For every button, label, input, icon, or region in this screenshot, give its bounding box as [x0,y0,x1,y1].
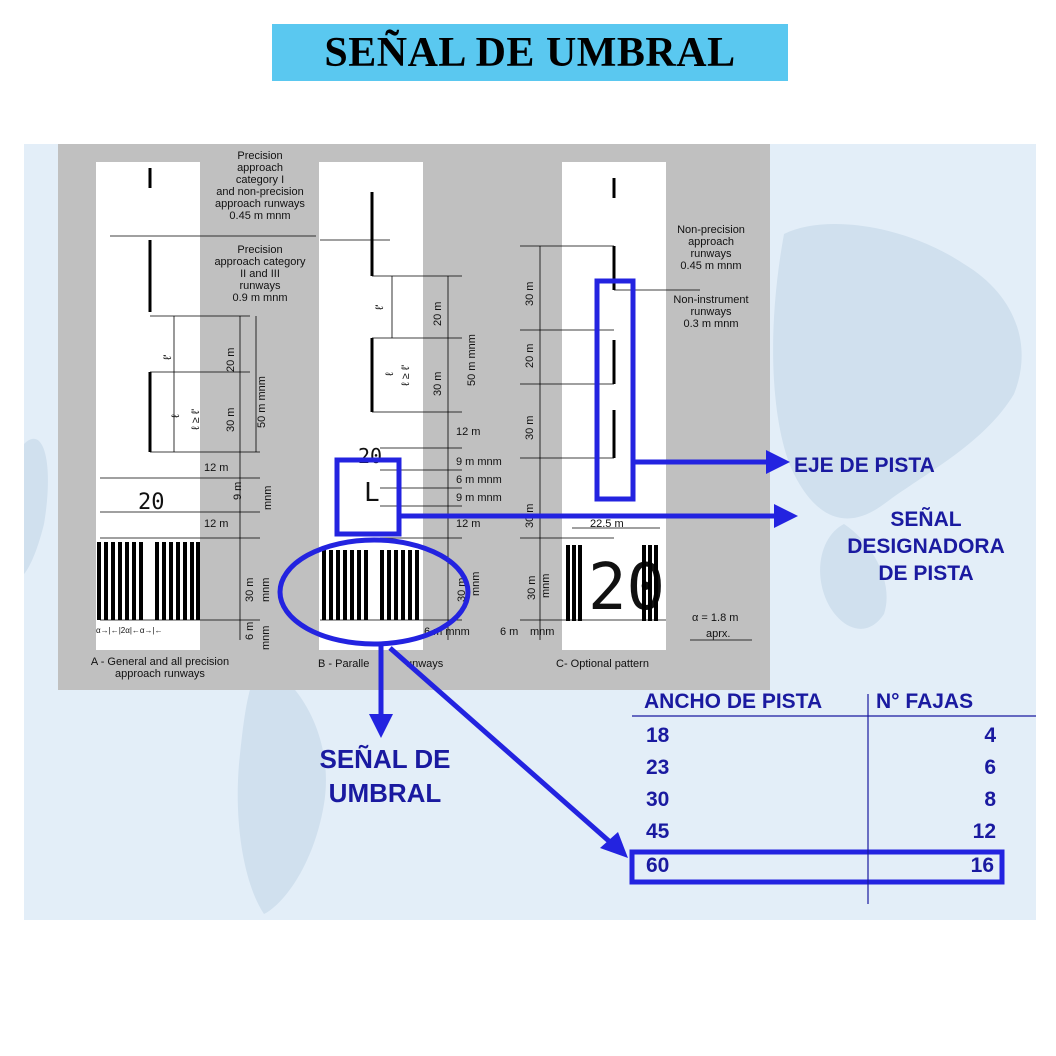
fig-a-dim-12m-a: 12 m [204,462,229,474]
fig-c-caption: C- Optional pattern [556,658,649,670]
fig-c-label-nonprecision: Non-precision approach runways 0.45 m mn… [677,224,745,272]
table-grid [632,694,1036,904]
fig-c-designator: 20 [588,551,666,625]
table-cell-ancho: 18 [646,724,670,747]
callout-senal-de-umbral: SEÑAL DE UMBRAL [319,744,451,808]
fig-a-threshold-stripes [97,542,200,620]
fig-c-dim-6m: 6 m [500,626,519,638]
fig-a-label-precision-cat2: Precision approach category II and III r… [214,244,306,304]
highlight-table-row [629,849,1005,885]
title-banner: SEÑAL DE UMBRAL [272,24,788,81]
fig-a-alpha-labels: α→|←|2α|←α→|← [96,626,163,635]
fig-b-dim-6m: 6 m mnm [456,474,502,486]
fig-c-label-noninstrument: Non-instrument runways 0.3 m mnm [673,294,749,330]
fig-c-dim-mnm-2: mnm [530,626,555,638]
fig-a-caption: A - General and all precision approach r… [90,656,230,680]
fig-c-aprx: aprx. [706,628,731,640]
table-cell-fajas: 16 [970,854,994,877]
fig-b-caption-left: B - Paralle [318,658,370,670]
table-cell-fajas: 12 [972,820,996,843]
fig-b-designator-bottom: L [364,478,380,508]
fig-b-threshold-stripes [322,550,419,620]
table-cell-ancho: 23 [646,756,670,779]
table-cell-fajas: 6 [984,756,996,779]
fig-c-dimensions [520,245,752,641]
table-cell-ancho: 60 [646,854,670,877]
table-cell-ancho: 30 [646,788,670,811]
table-header-ancho: ANCHO DE PISTA [644,690,823,713]
fig-b-dim-9m-a: 9 m mnm [456,456,502,468]
page-title: SEÑAL DE UMBRAL [324,29,736,76]
fig-c-threshold-stripes [566,545,658,621]
fig-c-dim-22-5m: 22.5 m [590,518,624,530]
fig-a-dim-12m-b: 12 m [204,518,229,530]
fig-b-dim-12m-a: 12 m [456,426,481,438]
fig-b-dim-9m-b: 9 m mnm [456,492,502,504]
callout-senal-designadora: SEÑAL DESIGNADORA DE PISTA [847,508,1005,585]
highlight-centerline-box [594,278,636,502]
fig-b-dim-12m-b: 12 m [456,518,481,530]
fig-b-dimensions [320,239,462,640]
fig-c-alpha: α = 1.8 m [692,612,739,624]
table-cell-fajas: 4 [984,724,996,747]
table-cell-ancho: 45 [646,820,670,843]
fig-b-designator-top: 20 [358,444,383,468]
fig-a-label-precision-cat1: Precision approach category I and non-pr… [215,150,305,222]
table-header-fajas: N° FAJAS [876,690,974,713]
fig-a-designator: 20 [138,490,165,515]
map-shapes [24,224,1022,914]
table-cell-fajas: 8 [984,788,996,811]
highlight-threshold-ellipse [277,537,471,647]
callout-eje-de-pista: EJE DE PISTA [794,454,935,477]
highlight-shapes [277,278,1005,885]
callout-arrows [369,450,798,858]
highlight-designator-box [334,457,402,537]
